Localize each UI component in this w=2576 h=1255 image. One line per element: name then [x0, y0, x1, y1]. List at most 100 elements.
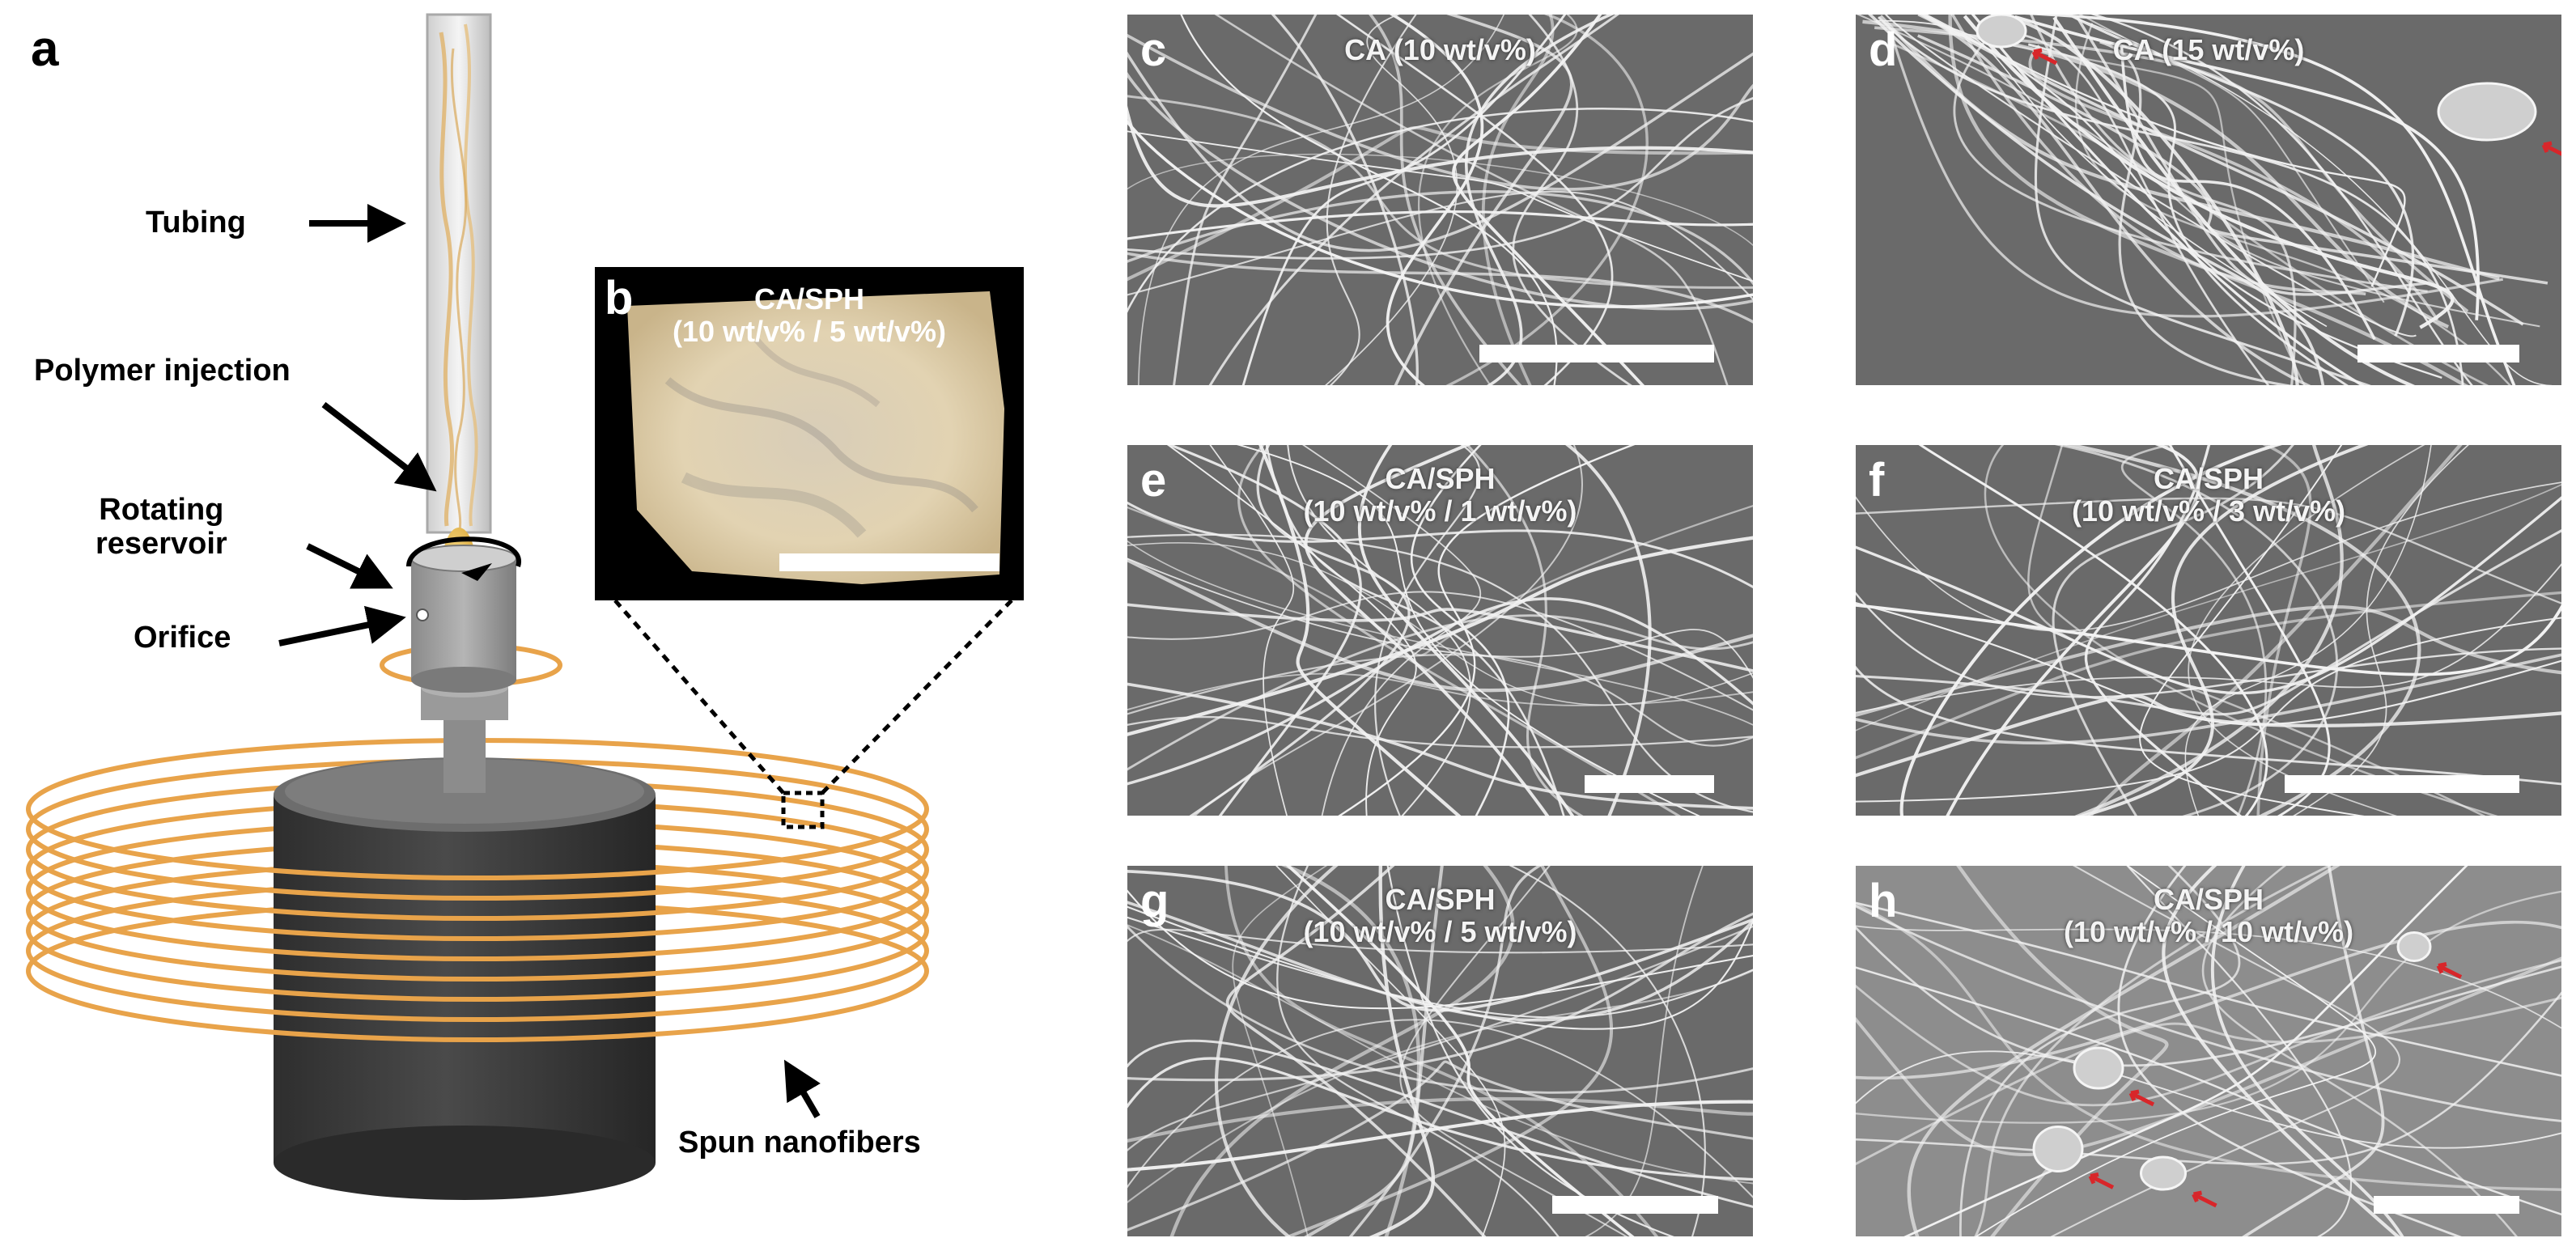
nanofiber-strand	[1127, 540, 1753, 726]
nanofiber-strand	[1856, 959, 2561, 1107]
spun-nanofibers-label: Spun nanofibers	[678, 1126, 921, 1160]
rotating-reservoir	[406, 536, 521, 693]
nanofiber-strand	[2078, 15, 2385, 303]
nanofiber-strand	[1481, 15, 1555, 385]
nanofiber-strand	[1225, 866, 1487, 1236]
panel-c-label: CA (10 wt/v%)	[1127, 33, 1753, 66]
nanofiber-strand	[1868, 15, 2325, 385]
nanofiber-strand	[1127, 614, 1753, 771]
panel-letter-f: f	[1869, 454, 1885, 507]
nanofiber-strand	[1856, 996, 2561, 1166]
nanofiber-strand	[1127, 889, 1753, 1010]
panel-e-fibers	[1127, 445, 1753, 816]
nanofiber-strand	[1236, 445, 1700, 816]
panel-g-fibers	[1127, 866, 1753, 1236]
polymer-bead	[2396, 931, 2432, 962]
nanofiber-strand	[2030, 15, 2297, 385]
panel-e-sem: e CA/SPH (10 wt/v% / 1 wt/v%)	[1127, 445, 1753, 816]
fiber-rings-front	[26, 808, 929, 1042]
nanofiber-strand	[1127, 1019, 1753, 1199]
panel-c-label-line1: CA (10 wt/v%)	[1344, 33, 1536, 66]
panel-h-sem: h CA/SPH (10 wt/v% / 10 wt/v%)	[1856, 866, 2561, 1236]
nanofiber-strand	[2126, 866, 2353, 1236]
red-arrow-marker	[2031, 48, 2058, 66]
nanofiber-strand	[1338, 445, 1636, 816]
nanofiber-strand	[1963, 15, 2455, 329]
nanofiber-strand	[1856, 497, 2561, 604]
rotating-label: Rotating	[99, 493, 224, 527]
panel-g-scale-bar	[1552, 1196, 1718, 1214]
nanofiber-strand	[2087, 445, 2463, 816]
panel-g-label-line1: CA/SPH	[1385, 883, 1496, 916]
nanofiber-strand	[1856, 653, 2561, 745]
panel-c-sem: c CA (10 wt/v%)	[1127, 15, 1753, 385]
nanofiber-strand	[1856, 1050, 2561, 1149]
nanofiber-strand	[2023, 15, 2516, 385]
nanofiber-strand	[1410, 445, 1510, 816]
orifice-label: Orifice	[134, 621, 231, 655]
nanofiber-strand	[1878, 16, 2464, 385]
nanofiber-strand	[1127, 210, 1753, 240]
nanofiber-strand	[1127, 558, 1753, 693]
nanofiber-strand	[1127, 905, 1753, 1030]
panel-f-label: CA/SPH (10 wt/v% / 3 wt/v%)	[1856, 462, 2561, 528]
nanofiber-strand	[1127, 501, 1753, 589]
panel-c-fibers	[1127, 15, 1753, 385]
nanofiber-strand	[1241, 15, 1567, 385]
nanofiber-strand	[1127, 105, 1753, 208]
nanofiber-strand	[1127, 715, 1753, 748]
panel-f-scale-bar	[2285, 775, 2519, 793]
nanofiber-strand	[1856, 902, 2561, 1191]
panel-letter-e: e	[1140, 454, 1167, 507]
panel-b-label-line2: (10 wt/v% / 5 wt/v%)	[672, 315, 947, 349]
nanofiber-strand	[1127, 925, 1753, 1094]
nanofiber-strand	[1856, 484, 2561, 731]
nanofiber-strand	[1127, 252, 1753, 324]
nanofiber-strand	[1856, 529, 2561, 716]
nanofiber-strand	[1956, 866, 2169, 1236]
nanofiber-strand	[1856, 604, 2561, 718]
nanofiber-strand	[1856, 926, 2561, 1067]
panel-d-scale-bar	[2357, 345, 2519, 363]
nanofiber-strand	[1324, 15, 1458, 385]
panel-c-scale-bar	[1479, 345, 1714, 363]
nanofiber-strand	[1984, 445, 2498, 816]
nanofiber-strand	[2064, 15, 2553, 385]
polymer-bead	[2073, 1046, 2124, 1090]
red-arrow-marker	[2192, 1190, 2217, 1208]
nanofiber-strand	[1127, 130, 1753, 282]
orifice-hole	[416, 608, 429, 621]
nanofiber-strand	[2052, 445, 2294, 816]
nanofiber-strand	[1304, 445, 1550, 816]
nanofiber-strand	[1127, 924, 1753, 1185]
nanofiber-strand	[1189, 445, 1411, 816]
nanofiber-strand	[1975, 866, 2376, 1236]
panel-h-fibers	[1856, 866, 2561, 1236]
panel-g-label-line2: (10 wt/v% / 5 wt/v%)	[1303, 915, 1577, 949]
nanofiber-strand	[1215, 866, 1339, 1236]
nanofiber-strand	[1127, 71, 1753, 311]
panel-g-sem: g CA/SPH (10 wt/v% / 5 wt/v%)	[1127, 866, 1753, 1236]
nanofiber-strand	[1991, 15, 2299, 385]
panel-letter-h: h	[1869, 875, 1898, 927]
nanofiber-strand	[1452, 15, 1645, 385]
nanofiber-strand	[1856, 15, 2540, 328]
nanofiber-strand	[1276, 866, 1560, 1236]
panel-letter-g: g	[1140, 875, 1169, 927]
nanofiber-strand	[1369, 866, 1436, 1236]
panel-f-fibers	[1856, 445, 2561, 816]
nanofiber-strand	[1127, 558, 1753, 679]
nanofiber-strand	[1127, 96, 1753, 260]
nanofiber-strand	[1127, 533, 1753, 813]
nanofiber-strand	[2014, 15, 2480, 320]
nanofiber-strand	[1374, 445, 1481, 816]
reservoir-label: reservoir	[95, 526, 227, 561]
nanofiber-strand	[1127, 505, 1753, 656]
nanofiber-strand	[1127, 33, 1753, 191]
polymer-bead	[2140, 1155, 2187, 1191]
panel-e-label: CA/SPH (10 wt/v% / 1 wt/v%)	[1127, 462, 1753, 528]
nanofiber-strand	[2075, 15, 2429, 296]
nanofiber-strand	[2074, 23, 2511, 385]
nanofiber-strand	[1127, 603, 1753, 672]
